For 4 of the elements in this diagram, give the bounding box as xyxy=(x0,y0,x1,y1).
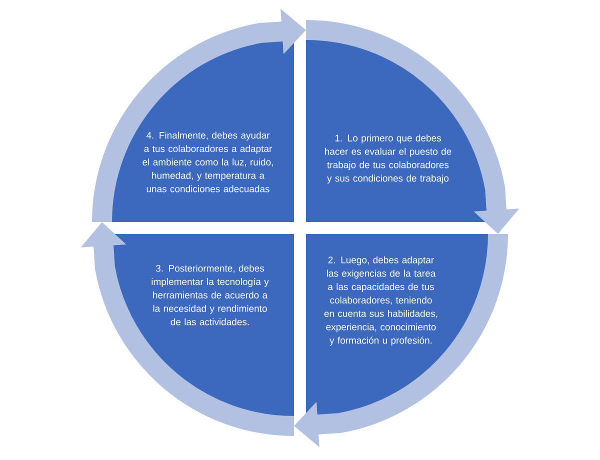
quarter-circle-panel: 3. Posteriormente, debes implementar la tecnología y herramientas de acuerdo a la necesidad y rendimiento de las actividades. xyxy=(106,234,294,422)
quarter-circle-panel: 2. Luego, debes adaptar las exigencias de la tarea a las capacidades de tus colaboradores, teniendo en cuenta sus habilidades, experiencia, conocimiento y formación u profesión. xyxy=(306,234,494,422)
quarter-circle-panel: 1. Lo primero que debes hacer es evaluar el puesto de trabajo de tus colaboradores y sus condiciones de trabajo xyxy=(306,34,494,222)
quarter-circle-panel: 4. Finalmente, debes ayudar a tus colaboradores a adaptar el ambiente como la luz, ruido, humedad, y temperatura a unas condiciones adecuadas xyxy=(106,34,294,222)
